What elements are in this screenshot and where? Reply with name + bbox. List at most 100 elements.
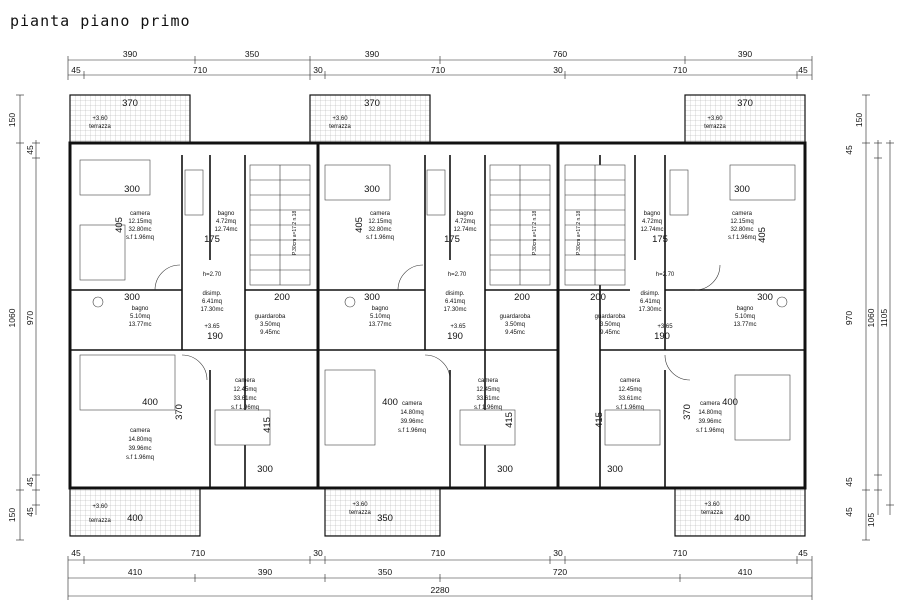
room-bagno-area: 4.72mq xyxy=(216,219,236,225)
room-camera-area: 12.15mq xyxy=(368,219,391,225)
room-disimp-volume: 17.30mc xyxy=(638,307,661,313)
wardrobe xyxy=(324,164,391,201)
drawing-title: pianta piano primo xyxy=(10,12,191,30)
room-camera2-sf: s.f 1.96mq xyxy=(696,428,724,434)
room-guardaroba-width: 200 xyxy=(590,292,606,303)
room-camera-height: 405 xyxy=(114,217,125,233)
room-camera3-height: 415 xyxy=(594,412,605,428)
doors xyxy=(154,264,721,381)
terrace-bottom-width: 400 xyxy=(127,513,143,524)
room-bagno2-area: 5.10mq xyxy=(735,314,755,320)
room-camera-area: 12.15mq xyxy=(128,219,151,225)
room-camera2-height: 370 xyxy=(174,404,185,420)
room-camera-volume: 32.80mc xyxy=(730,227,753,233)
dim-bot1-1: 45 xyxy=(71,548,81,558)
terrace-bottom-3 xyxy=(674,487,806,537)
room-camera2-width: 400 xyxy=(382,397,398,408)
sink xyxy=(344,296,356,308)
bed xyxy=(214,409,271,446)
bed xyxy=(79,224,126,281)
unit-3: 370 +3.60 terrazza 300 405 camera 12.15m… xyxy=(590,98,773,524)
room-bagno-volume: 12.74mc xyxy=(640,227,663,233)
room-camera3-sf: s.f 1.96mq xyxy=(616,405,644,411)
terrace-bottom-width: 400 xyxy=(734,513,750,524)
room-camera3-width: 300 xyxy=(497,464,513,475)
room-camera3-volume: 33.61mc xyxy=(233,396,256,402)
dim-bot2-2: 390 xyxy=(258,567,272,577)
room-camera-width: 300 xyxy=(124,184,140,195)
bed xyxy=(324,369,376,446)
room-camera-name: camera xyxy=(732,211,753,217)
room-camera-name: camera xyxy=(130,211,151,217)
room-guardaroba-area: 3.50mq xyxy=(505,322,525,328)
room-camera-sf: s.f 1.96mq xyxy=(366,235,394,241)
room-camera2-volume: 39.96mc xyxy=(128,446,151,452)
room-bagno2-name: bagno xyxy=(372,306,389,312)
room-bagno2-volume: 13.77mc xyxy=(368,322,391,328)
room-disimp-area: 6.41mq xyxy=(202,299,222,305)
terrace-top-name: terrazza xyxy=(329,124,351,130)
dim-right-1: 150 xyxy=(854,113,864,127)
room-camera3-width: 300 xyxy=(257,464,273,475)
stairs-label-1: P.30cm a=17.2 n.18 xyxy=(292,211,298,255)
room-camera-volume: 32.80mc xyxy=(368,227,391,233)
sink xyxy=(776,296,788,308)
dim-left-3: 150 xyxy=(7,508,17,522)
room-disimp-volume: 17.30mc xyxy=(443,307,466,313)
room-disimp-volume: 17.30mc xyxy=(200,307,223,313)
room-camera3-height: 415 xyxy=(262,417,273,433)
room-camera3-area: 12.45mq xyxy=(476,387,499,393)
dim-bot2-5: 410 xyxy=(738,567,752,577)
terrace-bottom-width: 350 xyxy=(377,513,393,524)
terrace-top-width: 370 xyxy=(737,98,753,109)
room-camera-width: 300 xyxy=(364,184,380,195)
unit-2: 370 +3.60 terrazza 300 405 camera 12.15m… xyxy=(329,98,531,524)
dim-right-5: 45 xyxy=(844,507,854,517)
room-camera2-volume: 39.96mc xyxy=(400,419,423,425)
dim-top2-5: 30 xyxy=(553,65,563,75)
dim-top2-7: 45 xyxy=(798,65,808,75)
terrace-top-level: +3.60 xyxy=(332,116,348,122)
level-h: h=2.70 xyxy=(448,272,467,278)
terrace-top-name: terrazza xyxy=(89,124,111,130)
terrace-top-1 xyxy=(69,94,191,144)
room-bagno2-width: 300 xyxy=(757,292,773,303)
room-camera2-width: 400 xyxy=(722,397,738,408)
room-camera-height: 405 xyxy=(757,227,768,243)
room-disimp-name: disimp. xyxy=(202,291,221,297)
dim-top2-4: 710 xyxy=(431,65,445,75)
dim-bot1-6: 710 xyxy=(673,548,687,558)
dim-left-in-3: 45 xyxy=(25,477,35,487)
dim-right-4: 45 xyxy=(844,477,854,487)
furniture xyxy=(79,159,796,446)
dim-190: 190 xyxy=(447,331,463,342)
dim-top-2: 350 xyxy=(245,49,259,59)
room-camera2-sf: s.f 1.96mq xyxy=(398,428,426,434)
room-camera3-area: 12.45mq xyxy=(618,387,641,393)
dim-top2-3: 30 xyxy=(313,65,323,75)
room-disimp-area: 6.41mq xyxy=(445,299,465,305)
room-guardaroba-area: 3.50mq xyxy=(260,322,280,328)
dim-left-in-4: 45 xyxy=(25,507,35,517)
room-camera3-name: camera xyxy=(235,378,256,384)
dim-total: 2280 xyxy=(431,585,450,595)
dim-left-in-1: 45 xyxy=(25,145,35,155)
bathtub xyxy=(426,169,446,216)
room-camera3-volume: 33.61mc xyxy=(618,396,641,402)
room-bagno2-volume: 13.77mc xyxy=(733,322,756,328)
room-camera2-height: 370 xyxy=(682,404,693,420)
room-camera-height: 405 xyxy=(354,217,365,233)
room-camera3-area: 12.45mq xyxy=(233,387,256,393)
terrace-bottom-1 xyxy=(69,487,201,537)
level-plus: +3.65 xyxy=(450,324,466,330)
room-bagno-name: bagno xyxy=(218,211,235,217)
room-bagno-name: bagno xyxy=(644,211,661,217)
dim-bot2-3: 350 xyxy=(378,567,392,577)
room-camera2-area: 14.80mq xyxy=(128,437,151,443)
dim-right-6: 105 xyxy=(866,513,876,527)
room-guardaroba-width: 200 xyxy=(514,292,530,303)
room-camera2-area: 14.80mq xyxy=(400,410,423,416)
room-camera3-name: camera xyxy=(620,378,641,384)
terrace-top-level: +3.60 xyxy=(707,116,723,122)
terrace-top-width: 370 xyxy=(364,98,380,109)
